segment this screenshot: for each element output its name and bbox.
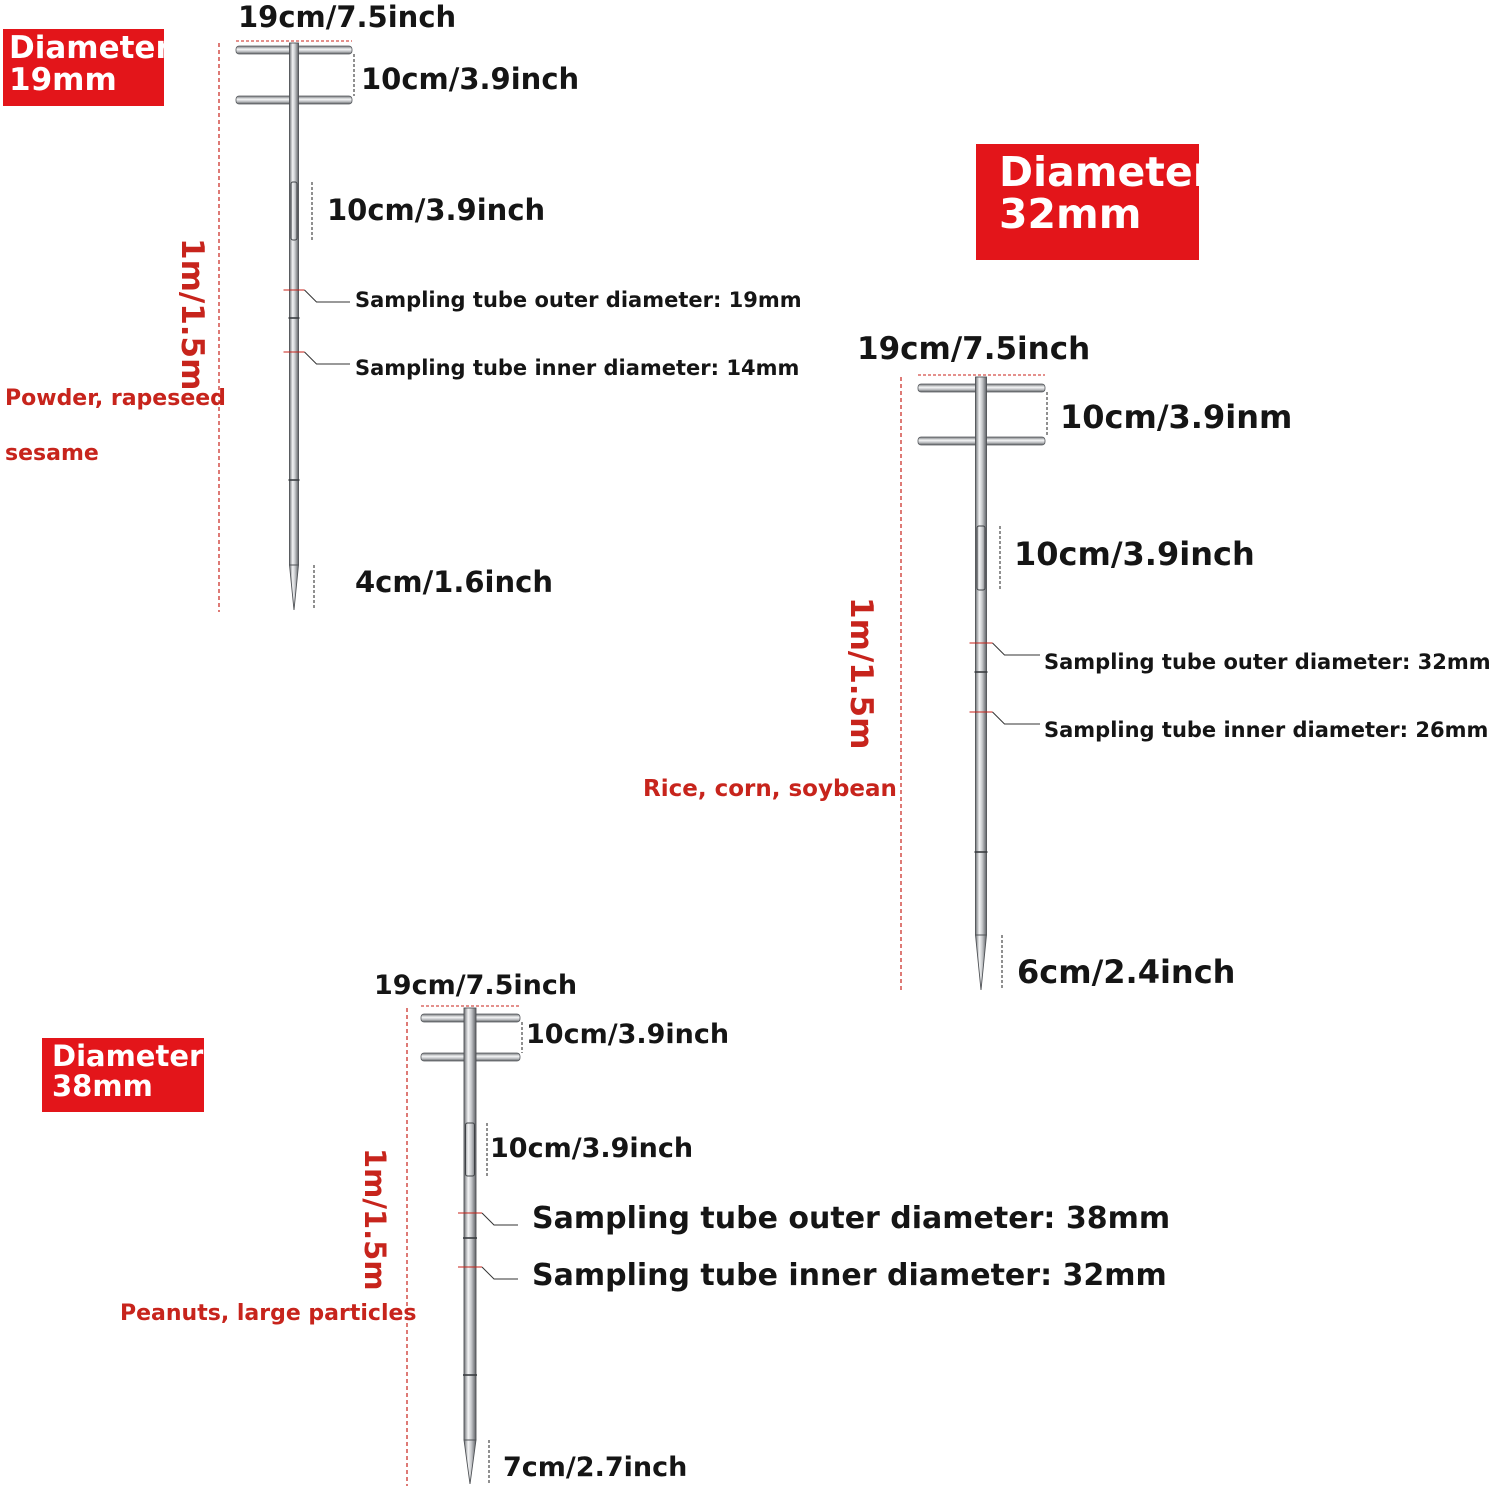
total-length-label: 1m/1.5m — [843, 597, 879, 750]
total-length-label: 1m/1.5m — [174, 238, 210, 391]
outer-diameter-leader — [481, 1212, 518, 1226]
badge-line-2: 19mm — [9, 61, 117, 98]
inner-diameter-label: Sampling tube inner diameter: 26mm — [1044, 718, 1489, 742]
tip-length-label: 4cm/1.6inch — [355, 565, 553, 599]
use-label-line-2: sesame — [5, 441, 99, 466]
probe-tip — [463, 1439, 477, 1485]
probe-slot — [976, 525, 986, 591]
badge-line-1: Diameter — [52, 1039, 204, 1073]
handle-gap-label: 10cm/3.9inm — [1060, 398, 1293, 436]
handle-width-label: 19cm/7.5inch — [238, 0, 457, 34]
diameter-badge-19mm: Diameter 19mm — [3, 29, 171, 106]
use-label-line-1: Rice, corn, soybean — [643, 776, 897, 802]
inner-diameter-leader — [304, 351, 350, 365]
slot-length-label: 10cm/3.9inch — [490, 1133, 694, 1164]
use-label-line-1: Powder, rapeseed — [5, 386, 226, 411]
badge-line-1: Diameter — [999, 148, 1213, 196]
probe-tip — [289, 564, 299, 611]
probe-shaft — [289, 42, 299, 566]
outer-diameter-label: Sampling tube outer diameter: 19mm — [355, 288, 802, 312]
diameter-badge-32mm: Diameter 32mm — [976, 144, 1213, 260]
outer-diameter-label: Sampling tube outer diameter: 32mm — [1044, 650, 1491, 674]
handle-width-label: 19cm/7.5inch — [374, 970, 578, 1001]
probe-1 — [218, 40, 355, 612]
slot-length-label: 10cm/3.9inch — [327, 193, 546, 227]
tip-length-label: 7cm/2.7inch — [503, 1452, 688, 1483]
outer-diameter-leader — [992, 642, 1040, 656]
tip-length-label: 6cm/2.4inch — [1017, 953, 1236, 991]
probe-drawings — [218, 40, 1048, 1486]
total-length-label: 1m/1.5m — [358, 1148, 392, 1291]
handle-gap-label: 10cm/3.9inch — [526, 1019, 730, 1050]
probe-3 — [406, 1005, 523, 1486]
badge-line-2: 32mm — [999, 189, 1142, 238]
badge-line-1: Diameter — [9, 30, 171, 66]
slot-length-label: 10cm/3.9inch — [1014, 535, 1255, 573]
inner-diameter-leader — [992, 711, 1040, 725]
inner-diameter-label: Sampling tube inner diameter: 32mm — [532, 1258, 1167, 1293]
outer-diameter-leader — [304, 289, 350, 303]
handle-gap-label: 10cm/3.9inch — [361, 62, 580, 96]
diameter-badge-38mm: Diameter 38mm — [42, 1038, 204, 1112]
probe-tip — [975, 934, 987, 991]
handle-width-label: 19cm/7.5inch — [857, 331, 1091, 367]
probe-slot — [465, 1122, 475, 1177]
badge-line-2: 38mm — [52, 1068, 153, 1103]
inner-diameter-leader — [481, 1266, 518, 1280]
use-label-line-1: Peanuts, large particles — [120, 1301, 417, 1326]
outer-diameter-label: Sampling tube outer diameter: 38mm — [532, 1201, 1171, 1236]
inner-diameter-label: Sampling tube inner diameter: 14mm — [355, 356, 800, 380]
probe-slot — [290, 181, 298, 241]
probe-2 — [900, 374, 1048, 991]
